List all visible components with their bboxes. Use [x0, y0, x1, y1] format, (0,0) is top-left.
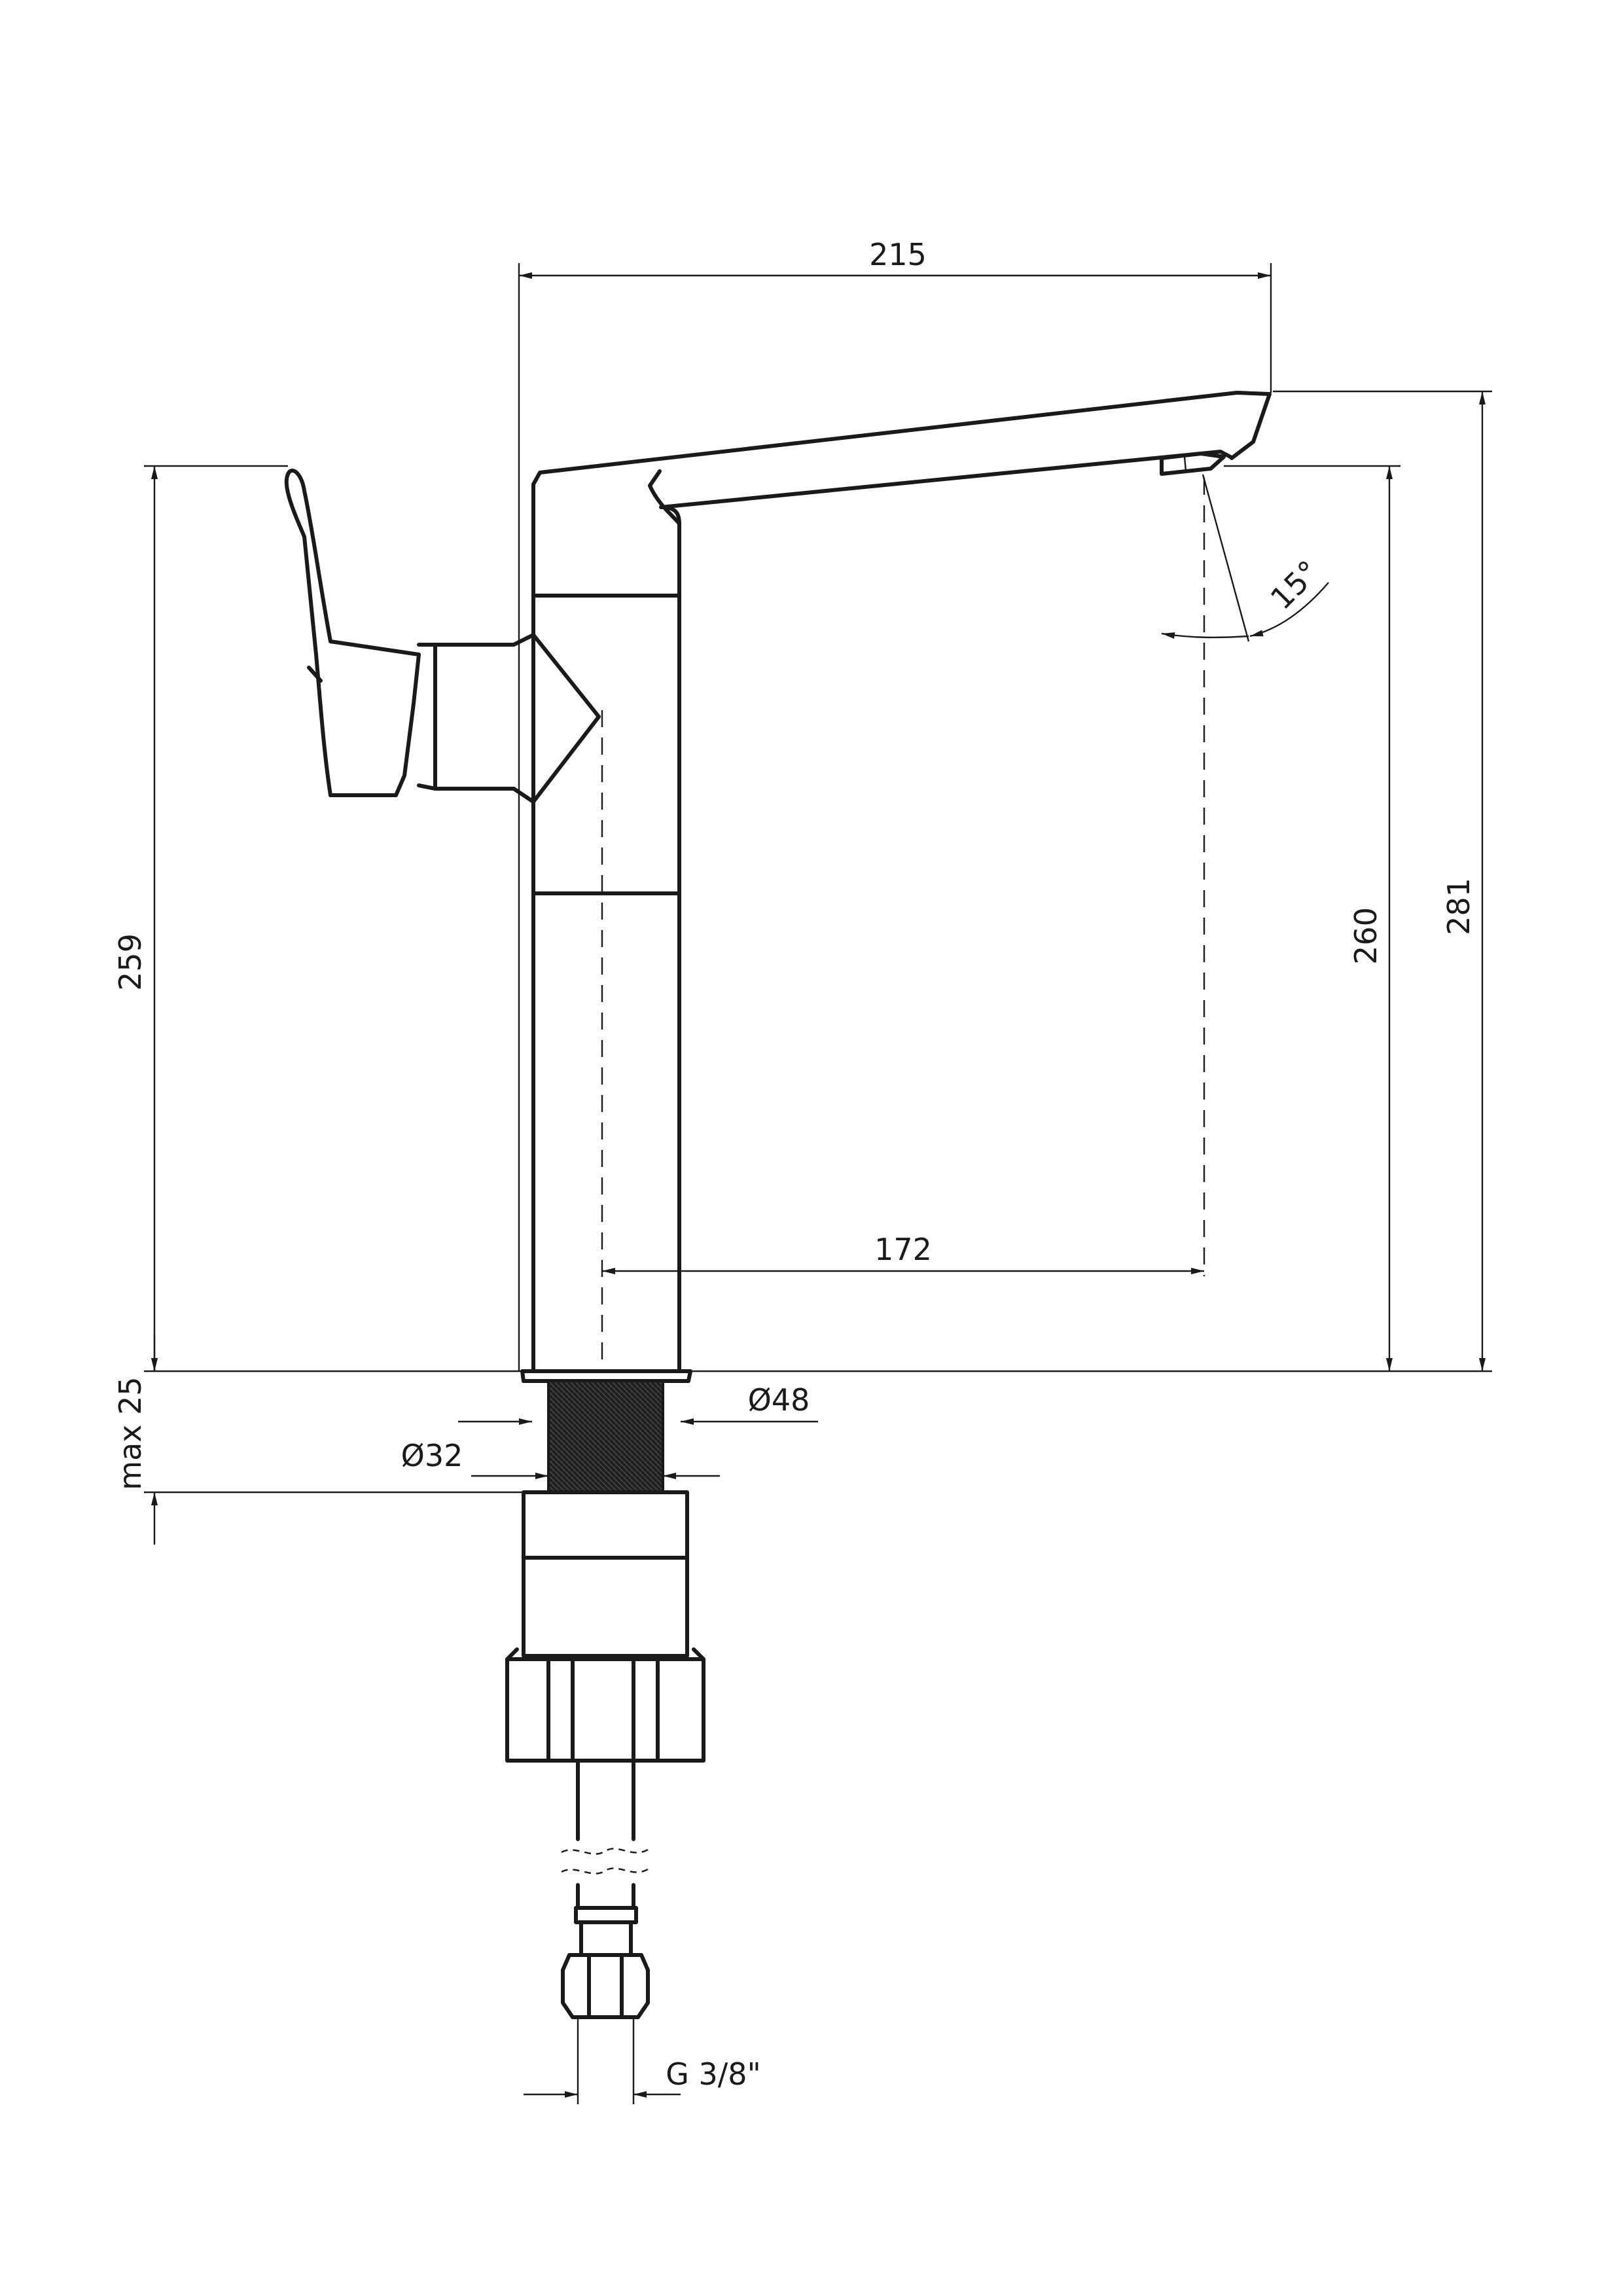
label-thread-diameter: Ø32	[401, 1438, 463, 1473]
label-max-thickness: max 25	[113, 1376, 148, 1490]
label-reach: 172	[874, 1232, 932, 1267]
label-total-height: 281	[1441, 878, 1476, 935]
dimension-labels: 215 259 260 281 172 15° max 25 Ø48 Ø32 G…	[113, 237, 1476, 2092]
label-height: 259	[113, 933, 148, 991]
dimension-lines	[144, 263, 1492, 2104]
label-body-diameter: Ø48	[748, 1382, 810, 1418]
label-spout-height: 260	[1348, 907, 1383, 965]
lever-handle	[284, 469, 601, 804]
mounting-thread	[505, 1380, 705, 1763]
label-width: 215	[869, 237, 927, 272]
label-angle: 15°	[1264, 554, 1327, 617]
label-connection: G 3/8"	[666, 2056, 760, 2092]
supply-hose	[561, 1759, 650, 2019]
faucet-body	[520, 391, 1272, 1383]
